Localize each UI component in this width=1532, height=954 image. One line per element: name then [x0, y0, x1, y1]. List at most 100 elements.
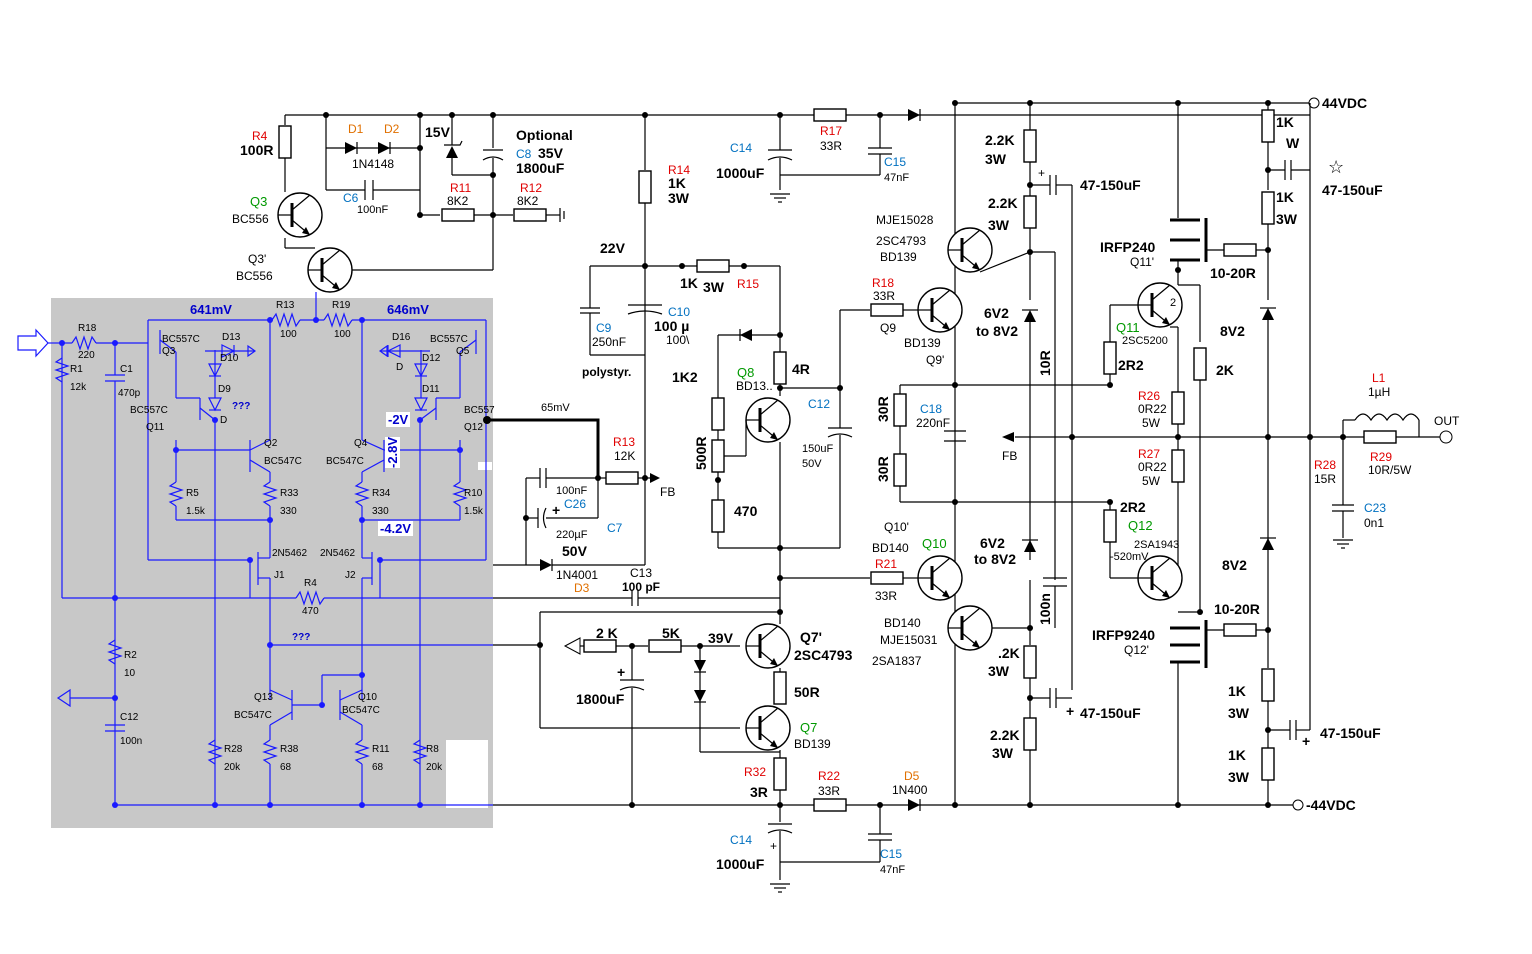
c10-value: 100 µ: [654, 318, 689, 334]
q7p-label: Q7': [800, 629, 822, 645]
c15-bot-value: 47nF: [880, 864, 905, 876]
c12-in-value: 100n: [120, 736, 143, 747]
c6-value: 100nF: [357, 204, 388, 216]
r11-in-value: 68: [372, 762, 384, 773]
r14-label: R14: [668, 163, 690, 177]
polystyr-label: polystyr.: [582, 365, 631, 379]
r8-in-value: 20k: [426, 762, 443, 773]
d5-label: D5: [904, 769, 920, 783]
bd140-b-label: BD140: [884, 616, 921, 630]
r14-value: 1K: [668, 175, 686, 191]
r3w-1-label: 3W: [985, 151, 1007, 167]
r3w-3-label: 3W: [992, 745, 1014, 761]
r30r-2-label: 30R: [875, 456, 891, 482]
q11-type: 2SC5200: [1122, 335, 1168, 347]
v8v2-top-label: 8V2: [1220, 323, 1245, 339]
r22-value: 33R: [818, 784, 840, 798]
input-stage-panel: [51, 298, 493, 828]
r500r-label: 500R: [693, 437, 709, 470]
r2r2-bot-label: 2R2: [1120, 499, 1146, 515]
r17-top-value: 33R: [820, 139, 842, 153]
r22k-2-label: 2.2K: [988, 195, 1018, 211]
r2k-label: 2K: [1216, 362, 1234, 378]
d5-type: 1N400: [892, 783, 928, 797]
r18-mid-label: R18: [872, 276, 894, 290]
q3p-label: Q3': [248, 252, 266, 266]
c10-label: C10: [668, 305, 690, 319]
r5-in-label: R5: [186, 488, 199, 499]
q7-type: BD139: [794, 737, 831, 751]
zener-15v-label: 15V: [425, 124, 451, 140]
c1-in-value: 470p: [118, 388, 141, 399]
r18-mid-value: 33R: [873, 289, 895, 303]
q1-marks: ???: [232, 401, 251, 412]
star-mark: ☆: [1328, 157, 1344, 177]
r2-in-value: 10: [124, 668, 136, 679]
r10-in-value: 1.5k: [464, 506, 483, 517]
v2-label: -2V: [386, 412, 411, 427]
c18-value: 220nF: [916, 416, 950, 430]
v28-label: -2.8V: [385, 436, 400, 468]
r2r2-top-label: 2R2: [1118, 357, 1144, 373]
r21-value: 33R: [875, 589, 897, 603]
r18-in-label: R18: [78, 323, 97, 334]
r28-in-label: R28: [224, 744, 243, 755]
r5k-label: 5K: [662, 625, 680, 641]
c8-label: C8: [516, 147, 532, 161]
r12-top-value: 8K2: [517, 194, 539, 208]
bc547c-d-label: BC547C: [342, 705, 380, 716]
d1-label: D1: [348, 122, 364, 136]
c10-voltage: 100\: [666, 333, 690, 347]
c26-value: 220µF: [556, 529, 588, 541]
mv65-label: 65mV: [541, 402, 570, 414]
plus-sign: +: [1302, 733, 1310, 749]
r10-20-top-label: 10-20R: [1210, 265, 1256, 281]
v42-label: -4.2V: [378, 521, 414, 536]
r2k-b-label-2: 2 K: [596, 625, 618, 641]
d12-label: D12: [422, 353, 441, 364]
z6v2-top-label: 6V2: [984, 305, 1009, 321]
r27-value: 0R22: [1138, 460, 1167, 474]
z6v2-bot-label: 6V2: [980, 535, 1005, 551]
r22-label: R22: [818, 769, 840, 783]
q10-label: Q10: [922, 536, 947, 551]
mv641-label: 641mV: [190, 302, 232, 317]
q10-type: BD140: [872, 541, 909, 555]
w-tr-label: W: [1286, 135, 1300, 151]
q11-in-label: Q11: [146, 422, 165, 433]
r1k-b2-label: 1K: [1228, 747, 1246, 763]
r32-value: 3R: [750, 784, 768, 800]
c12-mid-value: 150uF: [802, 443, 833, 455]
d13-label: D13: [222, 332, 241, 343]
r38-in-value: 68: [280, 762, 292, 773]
q3p-type: BC556: [236, 269, 273, 283]
d-a-label: D: [220, 415, 228, 426]
d1d2-type: 1N4148: [352, 157, 394, 171]
q9p-label: Q9': [926, 353, 944, 367]
c13-label: C13: [630, 566, 652, 580]
c12-mid-voltage: 50V: [802, 458, 822, 470]
c15-top-label: C15: [884, 155, 906, 169]
c8-voltage: 35V: [538, 145, 564, 161]
r11-in-label: R11: [372, 744, 390, 755]
r470-label: 470: [734, 503, 758, 519]
q7p-type: 2SC4793: [794, 647, 853, 663]
v22-label: 22V: [600, 240, 626, 256]
q5-in-label: Q5: [456, 346, 470, 357]
bc557c-a-label: BC557C: [162, 334, 200, 345]
d10-label: D10: [220, 353, 239, 364]
j2-label: J2: [345, 570, 356, 581]
q3-in-label: Q3: [162, 346, 176, 357]
z6v2-bot-to-label: to 8V2: [974, 551, 1016, 567]
r13-mid-label: R13: [613, 435, 635, 449]
q9-type: BD139: [904, 336, 941, 350]
r3w-b1-label: 3W: [1228, 705, 1250, 721]
plus-sign: +: [617, 664, 625, 680]
r1k-tr2-label: 1K: [1276, 189, 1294, 205]
r33-in-value: 330: [280, 506, 297, 517]
r33-in-label: R33: [280, 488, 299, 499]
cap47-4-label: 47-150uF: [1320, 725, 1381, 741]
bc557c-c-label: BC557C: [430, 334, 468, 345]
r2-in-label: R2: [124, 650, 137, 661]
